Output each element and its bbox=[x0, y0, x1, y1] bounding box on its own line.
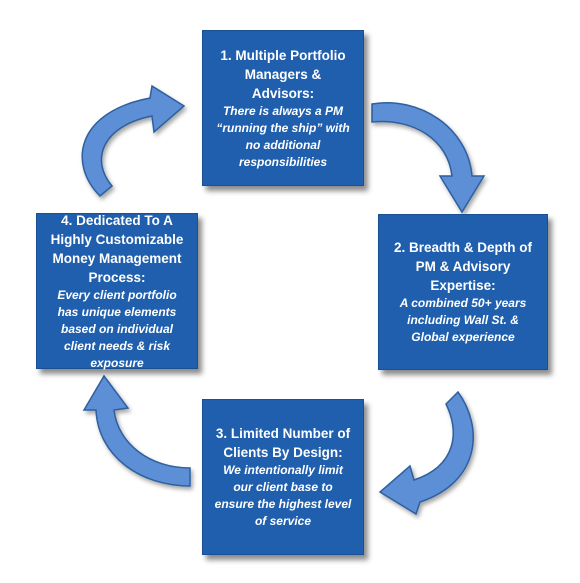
step-box-4: 4. Dedicated To A Highly Customizable Mo… bbox=[36, 212, 198, 370]
step-box-2: 2. Breadth & Depth of PM & Advisory Expe… bbox=[378, 214, 548, 370]
step-1-body: There is always a PM “running the ship” … bbox=[216, 103, 350, 169]
step-3-body: We intentionally limit our client base t… bbox=[214, 463, 352, 528]
arrow-1-to-2 bbox=[371, 102, 486, 214]
step-1-heading: 1. Multiple Portfolio Managers & Advisor… bbox=[220, 47, 346, 101]
step-box-3: 3. Limited Number of Clients By Design: … bbox=[202, 399, 364, 555]
arrow-3-to-4 bbox=[82, 374, 191, 487]
step-4-body: Every client portfolio has unique elemen… bbox=[57, 287, 177, 370]
arrow-2-to-3 bbox=[378, 390, 474, 516]
step-4-heading: 4. Dedicated To A Highly Customizable Mo… bbox=[50, 212, 184, 285]
step-3-heading: 3. Limited Number of Clients By Design: bbox=[215, 426, 351, 460]
step-2-body: A combined 50+ years including Wall St. … bbox=[399, 296, 527, 344]
step-2-heading: 2. Breadth & Depth of PM & Advisory Expe… bbox=[393, 240, 532, 293]
step-box-1: 1. Multiple Portfolio Managers & Advisor… bbox=[202, 30, 364, 186]
arrow-4-to-1 bbox=[81, 84, 186, 198]
